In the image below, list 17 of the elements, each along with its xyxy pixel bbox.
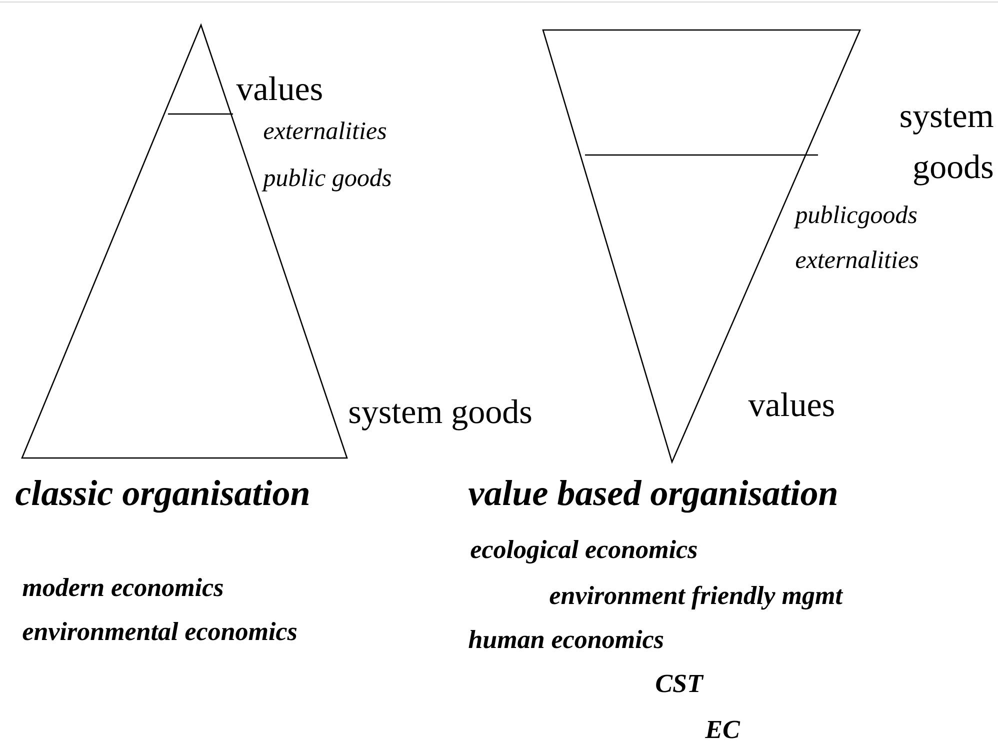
heading: value based organisation (468, 480, 836, 513)
level-label: public goods (262, 168, 391, 192)
level-label: publicgoods (794, 206, 917, 228)
field-label: CST (656, 674, 704, 692)
heading: classic organisation (16, 480, 308, 513)
field-label: ecological economics (470, 540, 697, 564)
level-label: externalities (796, 250, 918, 268)
level-label: values (236, 76, 322, 100)
level-label: externalities (264, 122, 386, 140)
field-label: environment friendly mgmt (550, 586, 844, 610)
level-label: system goods (350, 399, 532, 430)
field-label: environmental economics (22, 622, 297, 640)
level-label: system goods (900, 108, 994, 186)
field-label: modern economics (22, 578, 223, 596)
field-label: human economics (468, 630, 664, 648)
level-label: values (748, 392, 834, 416)
field-label: EC (705, 720, 740, 738)
